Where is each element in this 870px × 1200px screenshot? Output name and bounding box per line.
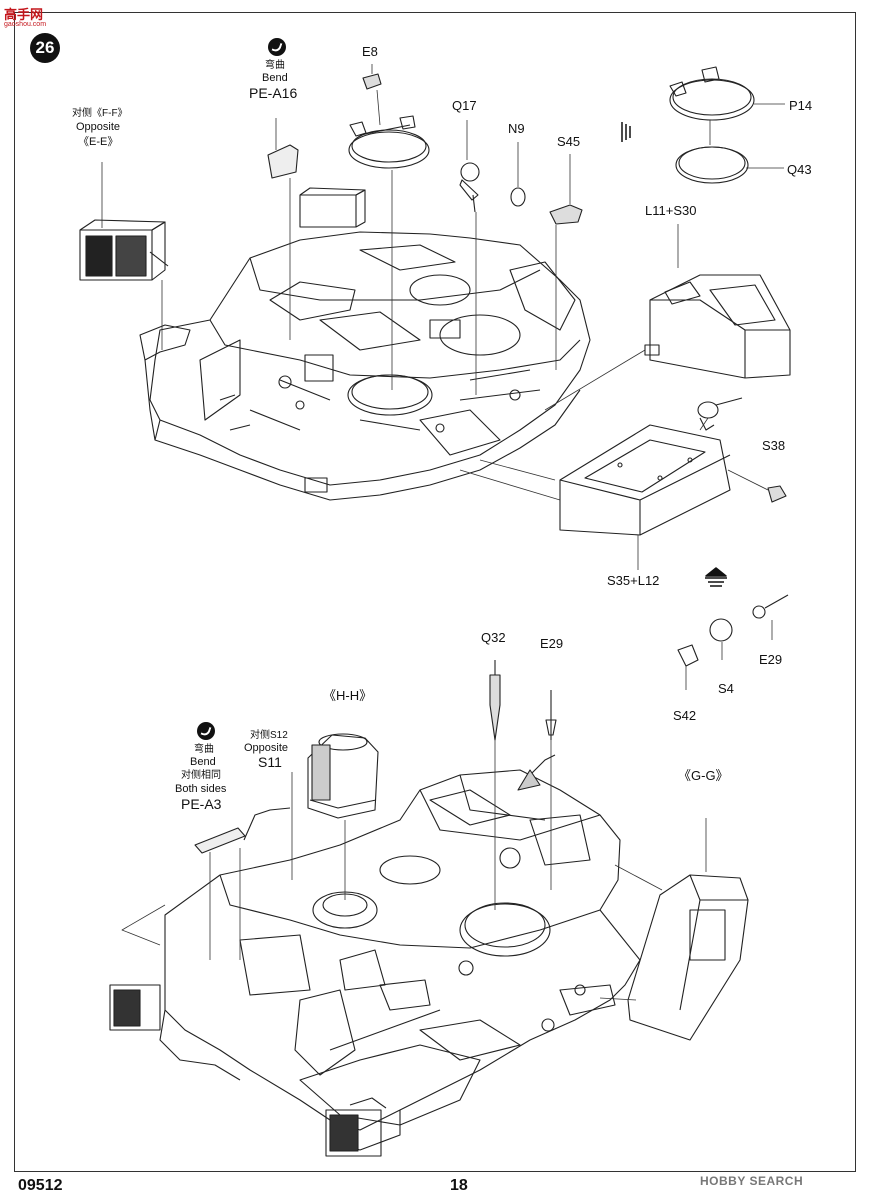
hh-sight-drawing — [307, 733, 379, 819]
product-code: 09512 — [18, 1177, 63, 1194]
e29-top-label: E29 — [540, 636, 564, 651]
lower-smoke-dischargers — [109, 984, 387, 1157]
page-number: 18 — [450, 1177, 468, 1194]
q17-part-drawing — [459, 162, 480, 213]
q32-part-drawing — [489, 660, 501, 741]
p14-hatch-drawing — [669, 66, 755, 121]
ee-smoke-discharger-drawing — [79, 219, 169, 281]
q32-label: Q32 — [481, 630, 506, 645]
n9-part — [510, 187, 526, 207]
gg-side-box-drawing — [627, 874, 749, 1041]
s45-label: S45 — [557, 134, 581, 149]
s38-label: S38 — [762, 438, 786, 453]
both-sides-label-cn: 对侧相同 — [181, 770, 221, 781]
view-arrow-side — [621, 122, 631, 142]
s42-label: S42 — [673, 708, 697, 723]
q43-label: Q43 — [787, 162, 812, 177]
pe-a16-label: PE-A16 — [249, 85, 298, 101]
e8-label: E8 — [362, 44, 378, 59]
page-frame — [14, 12, 856, 1172]
upper-leader-lines — [101, 64, 785, 570]
hh-view-label: 《H-H》 — [323, 688, 373, 703]
e29-right-label: E29 — [759, 652, 783, 667]
bend-label-top-cn: 弯曲 — [265, 60, 285, 71]
e8-part — [362, 73, 382, 90]
site-watermark: 高手网 — [4, 7, 44, 22]
site-watermark-url: gaoshou.com — [4, 21, 47, 28]
antenna-mount-top — [697, 397, 743, 431]
p14-label: P14 — [789, 98, 813, 113]
s35-l12-label: S35+L12 — [607, 573, 660, 588]
opposite-ff-label-en: Opposite — [76, 121, 121, 133]
e29-part-drawing — [517, 690, 557, 791]
q17-label: Q17 — [452, 98, 477, 113]
pe-a3-part — [194, 827, 246, 854]
n9-label: N9 — [508, 121, 525, 136]
s38-part — [767, 485, 787, 503]
opposite-s12-label-cn: 对侧S12 — [250, 730, 288, 741]
opposite-s12-label-en: Opposite — [244, 742, 289, 754]
lower-leader-lines — [121, 620, 773, 1001]
commander-hatch-drawing — [348, 115, 430, 169]
view-arrow-up — [705, 567, 727, 587]
pe-a3-label: PE-A3 — [181, 796, 222, 812]
opposite-ff-label-cn: 对侧《F-F》 — [72, 108, 128, 119]
opposite-ee-label: 《E-E》 — [78, 136, 119, 148]
s11-part — [243, 807, 291, 841]
pe-a16-part — [267, 144, 299, 179]
bend-label-top-en: Bend — [262, 72, 288, 84]
step-number-badge: 26 — [30, 33, 60, 63]
s35-l12-box-drawing — [559, 424, 731, 536]
s45-part — [549, 204, 583, 225]
both-sides-label-en: Both sides — [175, 783, 227, 795]
s4-label: S4 — [718, 681, 734, 696]
l11-s30-box-drawing — [644, 274, 791, 379]
bend-label-bottom-cn: 弯曲 — [194, 744, 214, 755]
gg-view-label: 《G-G》 — [678, 768, 729, 783]
l11-s30-label: L11+S30 — [645, 203, 697, 218]
lower-turret-drawing — [159, 769, 641, 1151]
bend-icon-top — [268, 38, 286, 56]
upper-turret-drawing — [139, 187, 591, 501]
bend-label-bottom-en: Bend — [190, 756, 216, 768]
bend-icon-bottom — [197, 722, 215, 740]
bottom-right-parts-drawing — [677, 594, 789, 667]
hobby-search-logo: HOBBY SEARCH — [700, 1174, 804, 1188]
s11-label: S11 — [258, 754, 282, 770]
